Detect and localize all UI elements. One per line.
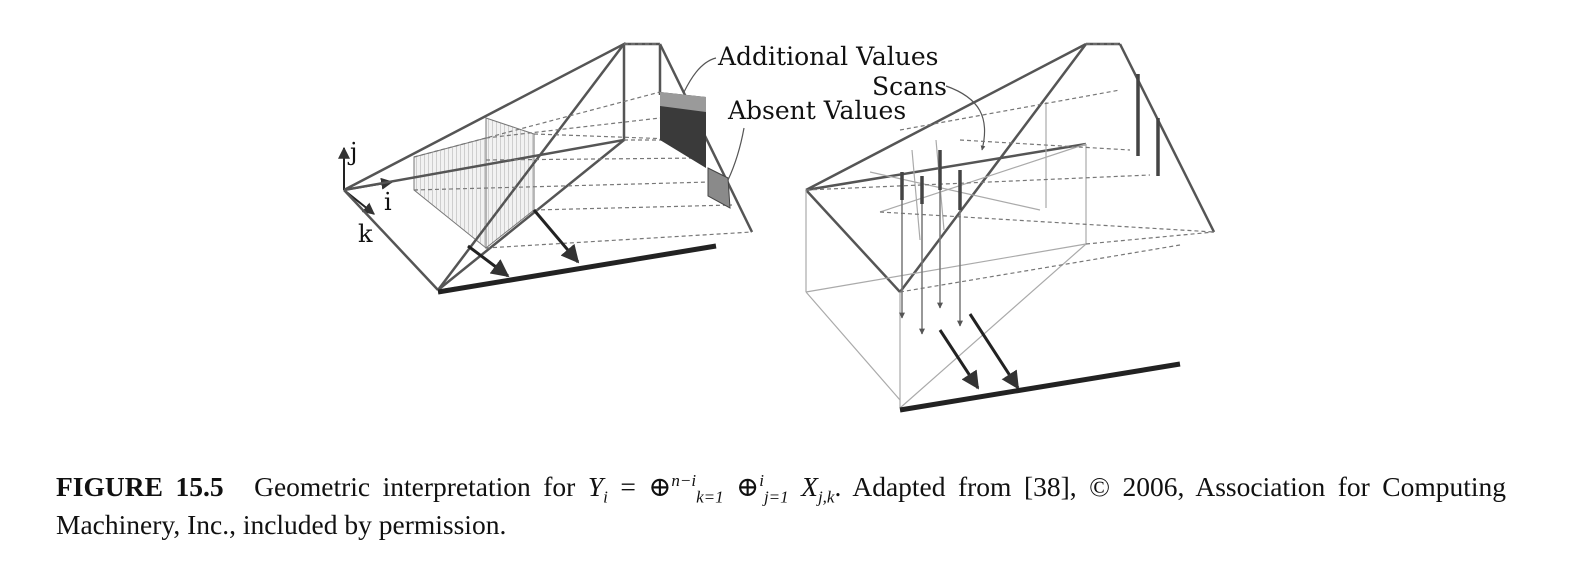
- scans-leader: [945, 85, 986, 151]
- scan-arrows: [899, 190, 963, 335]
- slice-panel: [413, 137, 487, 250]
- caption-formula: Yi = ⊕n−ik=1 ⊕ij=1 Xj,k: [587, 470, 835, 507]
- result-bar: [437, 243, 717, 295]
- additional-values-label: Additional Values: [717, 42, 938, 71]
- absent-values-block: [707, 167, 731, 209]
- additional-values-block: [660, 92, 706, 168]
- right-prism-diagram: [805, 42, 1216, 413]
- formula-lhs: Y: [587, 471, 604, 502]
- formula-sum2-sub: j=1: [763, 487, 789, 507]
- formula-sum1-sup: n−i: [671, 470, 697, 490]
- formula-term-sub: j,k: [817, 487, 835, 507]
- left-prism-diagram: [338, 41, 754, 295]
- absent-values-leader: [727, 127, 745, 181]
- formula-op-1: ⊕: [648, 471, 672, 502]
- formula-lhs-sub: i: [603, 487, 608, 507]
- figure-caption: FIGURE 15.5 Geometric interpretation for…: [56, 468, 1506, 544]
- absent-values-label: Absent Values: [727, 96, 906, 125]
- additional-values-leader: [683, 57, 717, 93]
- axis-j-label: j: [347, 138, 357, 166]
- geometric-figure: j i k Additional Values Absent Values Sc…: [338, 41, 1216, 413]
- prism-outline: [805, 42, 1216, 293]
- inner-structure: [805, 102, 1087, 409]
- formula-term: X: [801, 471, 818, 502]
- caption-text-before: Geometric interpretation for: [254, 471, 576, 502]
- scans-label: Scans: [872, 72, 947, 101]
- axis-i-label: i: [384, 188, 392, 216]
- additional-values-shade: [660, 92, 706, 112]
- result-arrows: [467, 209, 580, 278]
- caption-text-after: . Adapted from [38], © 2006, Association…: [56, 471, 1507, 540]
- formula-sum2-sup: i: [759, 470, 764, 490]
- result-bar: [899, 361, 1181, 413]
- scan-bars: [900, 74, 1160, 210]
- formula-op-2: ⊕: [736, 471, 760, 502]
- projection-lines: [805, 43, 1215, 293]
- formula-sum1-sub: k=1: [696, 487, 724, 507]
- result-arrows: [938, 313, 1020, 390]
- axis-k-label: k: [358, 220, 373, 248]
- figure-label: FIGURE 15.5: [56, 471, 224, 502]
